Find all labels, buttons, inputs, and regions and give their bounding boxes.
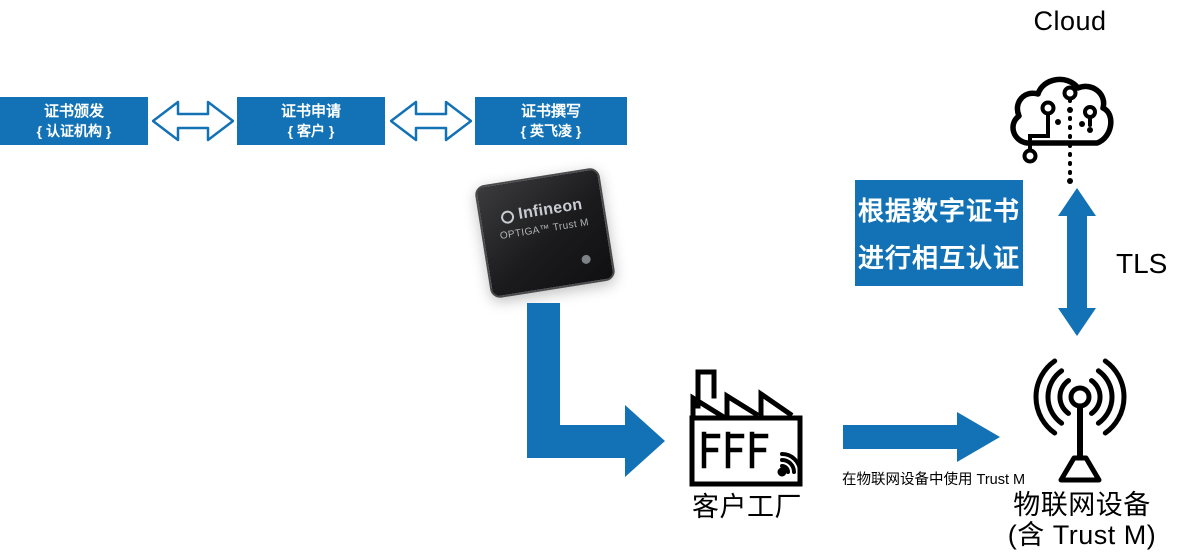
double-arrow-icon [152, 100, 234, 142]
factory-wifi-icon [777, 452, 802, 477]
antenna-top-node [1068, 385, 1092, 409]
cert-box-writing: 证书撰写 { 英飞凌 } [475, 97, 627, 145]
right-arrow-icon [843, 411, 1001, 463]
l-shaped-arrow-icon [520, 300, 670, 482]
chip-image: Infineon OPTIGA™ Trust M [473, 166, 617, 300]
factory-roof [690, 389, 794, 421]
transfer-caption: 在物联网设备中使用 Trust M [842, 472, 1026, 488]
cert-box-issuance-subtitle: { 认证机构 } [36, 123, 112, 140]
factory-body [689, 415, 803, 487]
double-arrow-icon [390, 100, 472, 142]
cloud-circuit-lines [1028, 98, 1092, 177]
antenna-waves-right [1089, 358, 1127, 436]
l-shaped-arrow-icon [527, 303, 665, 477]
factory-icon [682, 360, 810, 490]
cloud-outline [1010, 76, 1114, 146]
factory-icon [689, 369, 803, 487]
cert-box-request: 证书申请 { 客户 } [237, 97, 385, 145]
double-arrow-icon [152, 100, 234, 142]
antenna-base [1058, 455, 1102, 483]
cert-box-issuance-title: 证书颁发 [43, 102, 104, 120]
tls-double-arrow-icon [1052, 188, 1102, 338]
double-arrow-icon [390, 100, 472, 142]
iot-device-label: 物联网设备 (含 Trust M) [998, 490, 1166, 550]
auth-note-line1: 根据数字证书 [857, 195, 1020, 226]
chip-pin-marker-icon [580, 254, 592, 265]
auth-note-line2: 进行相互认证 [857, 243, 1020, 274]
iot-device-label-line2: (含 Trust M) [1007, 520, 1157, 551]
iot-device-label-line1: 物联网设备 [1013, 490, 1151, 520]
infineon-logo-icon [499, 209, 515, 225]
tls-double-arrow-icon [1058, 188, 1096, 336]
antenna-waves-left [1033, 358, 1071, 436]
cert-box-request-subtitle: { 客户 } [287, 123, 335, 140]
cert-box-writing-title: 证书撰写 [520, 102, 581, 120]
right-arrow-icon [843, 412, 1000, 462]
auth-note-box: 根据数字证书 进行相互认证 [855, 180, 1023, 286]
antenna-icon [1005, 352, 1155, 487]
factory-windows [701, 431, 769, 469]
tls-label: TLS [1116, 248, 1168, 279]
cloud-circuit-icon [1010, 76, 1114, 184]
cloud-circuit-icon [1000, 48, 1130, 188]
factory-label: 客户工厂 [692, 492, 802, 522]
cloud-label: Cloud [1033, 6, 1107, 36]
cert-box-issuance: 证书颁发 { 认证机构 } [0, 97, 148, 145]
cert-box-request-title: 证书申请 [280, 102, 341, 120]
factory-chimney [695, 369, 717, 409]
antenna-icon [1033, 358, 1127, 483]
cert-box-writing-subtitle: { 英飞凌 } [520, 123, 582, 140]
